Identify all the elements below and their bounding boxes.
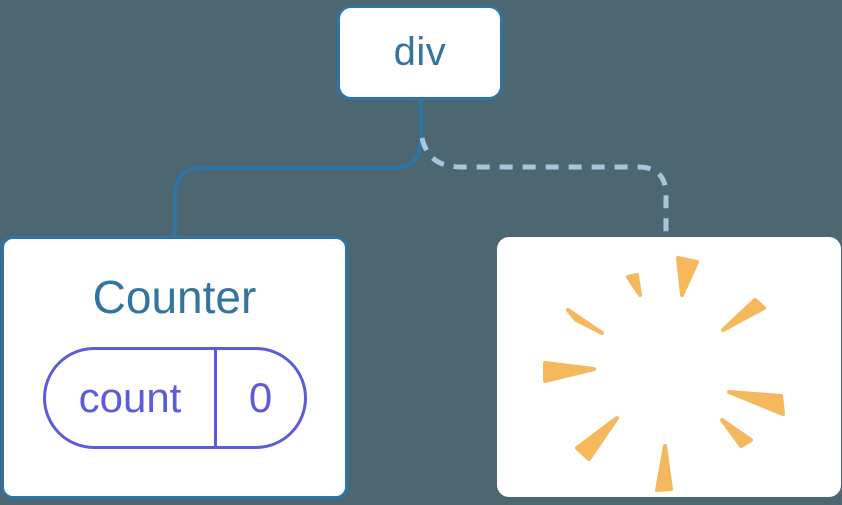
dashed-connector-root-to-removed	[419, 137, 669, 237]
tree-node-removed	[497, 237, 841, 497]
solid-connector-root-to-counter	[173, 98, 423, 240]
tree-node-div: div	[337, 5, 503, 100]
counter-node-title: Counter	[92, 271, 257, 323]
poof-icon	[543, 256, 785, 492]
state-pill: count 0	[42, 347, 307, 449]
tree-node-counter: Counter count 0	[1, 236, 348, 499]
state-pill-divider	[214, 350, 218, 446]
state-value-label: 0	[248, 374, 273, 421]
div-node-label: div	[393, 30, 447, 74]
state-key-label: count	[78, 374, 182, 421]
